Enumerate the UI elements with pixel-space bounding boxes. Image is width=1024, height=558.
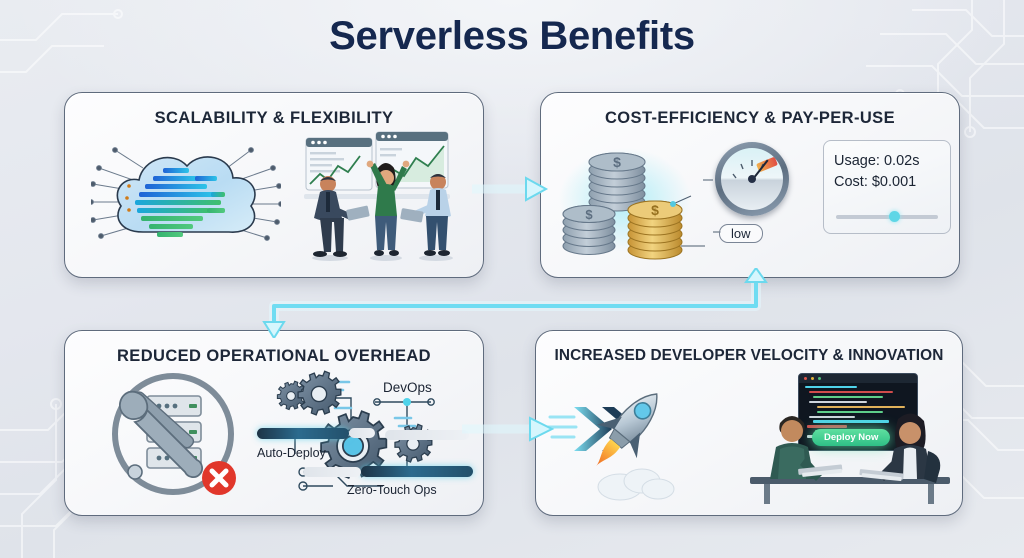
svg-text:$: $ bbox=[585, 207, 593, 222]
zero-touch-bar-track bbox=[303, 467, 361, 477]
card-overhead-title: REDUCED OPERATIONAL OVERHEAD bbox=[116, 347, 432, 365]
card-scalability[interactable]: SCALABILITY & FLEXIBILITY bbox=[64, 92, 484, 278]
auto-deploy-bar bbox=[257, 428, 349, 439]
card-velocity-title: INCREASED DEVELOPER VELOCITY & INNOVATIO… bbox=[554, 347, 944, 364]
card-scalability-title: SCALABILITY & FLEXIBILITY bbox=[154, 109, 394, 127]
card-overhead-body: DevOps Auto-Deploy Zero-Touch Ops bbox=[65, 366, 483, 506]
card-reduced-overhead[interactable]: REDUCED OPERATIONAL OVERHEAD bbox=[64, 330, 484, 516]
svg-text:$: $ bbox=[613, 154, 621, 170]
coin-stacks-icon: $ $ bbox=[555, 138, 705, 264]
devops-automation-diagram: DevOps Auto-Deploy Zero-Touch Ops bbox=[255, 368, 477, 506]
editor-dot-red bbox=[804, 377, 807, 380]
label-auto-deploy: Auto-Deploy bbox=[257, 446, 326, 460]
card-cost-title: COST-EFFICIENCY & PAY-PER-USE bbox=[604, 109, 895, 127]
devops-bar-track bbox=[385, 430, 469, 440]
cost-value: Cost: $0.001 bbox=[834, 174, 917, 191]
usage-slider[interactable] bbox=[836, 211, 938, 222]
card-scalability-body bbox=[65, 128, 483, 268]
gauge-hub bbox=[748, 175, 756, 183]
cost-gauge: low bbox=[703, 136, 811, 266]
usage-slider-knob[interactable] bbox=[889, 211, 901, 222]
page-title: Serverless Benefits bbox=[329, 14, 695, 58]
usage-value: Usage: 0.02s bbox=[834, 153, 920, 169]
connector-cost-to-overhead bbox=[262, 268, 768, 338]
label-zero-touch-ops: Zero-Touch Ops bbox=[347, 483, 437, 497]
developers-illustration: Deploy Now bbox=[736, 365, 962, 505]
team-illustration bbox=[290, 128, 475, 268]
deploy-now-button[interactable]: Deploy Now bbox=[812, 429, 891, 446]
rocket-illustration bbox=[544, 367, 746, 505]
label-devops: DevOps bbox=[383, 380, 432, 395]
zero-touch-bar bbox=[361, 466, 473, 477]
no-maintenance-icon bbox=[101, 368, 251, 506]
gauge-low-label: low bbox=[719, 224, 763, 243]
editor-dot-yellow bbox=[811, 377, 814, 380]
editor-titlebar bbox=[799, 374, 917, 383]
card-velocity-body: Deploy Now bbox=[536, 365, 962, 505]
gauge-face bbox=[721, 148, 783, 210]
cloud-illustration bbox=[88, 132, 284, 264]
card-cost-body: $ $ bbox=[541, 128, 959, 268]
editor-dot-green bbox=[818, 377, 821, 380]
gauge-dial bbox=[715, 142, 789, 216]
card-cost-efficiency[interactable]: COST-EFFICIENCY & PAY-PER-USE bbox=[540, 92, 960, 278]
svg-text:$: $ bbox=[651, 202, 659, 218]
auto-deploy-bar-track bbox=[349, 428, 375, 438]
metrics-panel[interactable]: Usage: 0.02s Cost: $0.001 bbox=[823, 140, 951, 234]
card-developer-velocity[interactable]: INCREASED DEVELOPER VELOCITY & INNOVATIO… bbox=[535, 330, 963, 516]
